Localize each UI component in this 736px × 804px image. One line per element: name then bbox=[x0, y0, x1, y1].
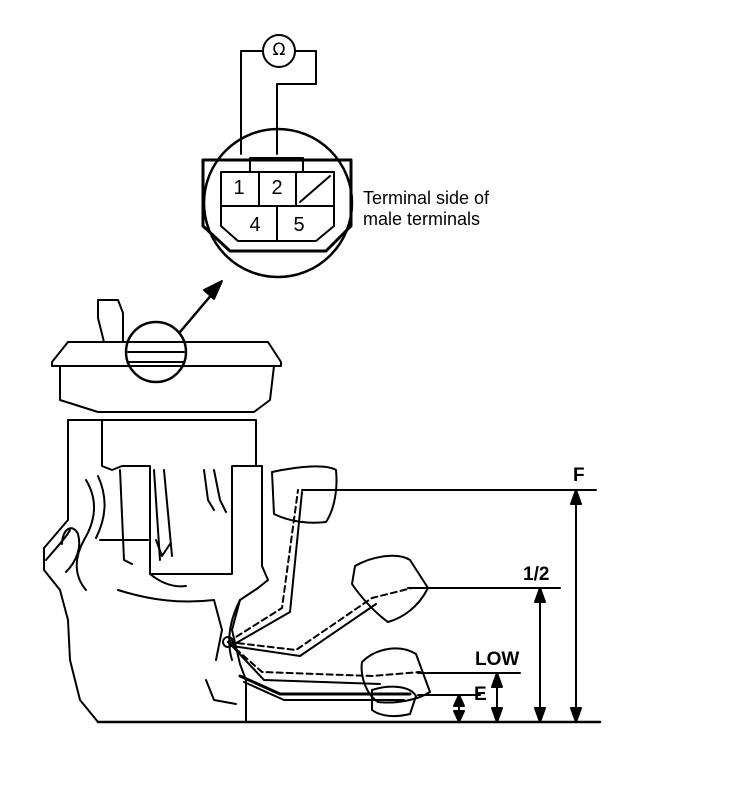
level-label-half: 1/2 bbox=[523, 564, 550, 585]
unit-flange bbox=[51, 299, 282, 413]
float-half bbox=[351, 554, 429, 623]
level-label-full: F bbox=[573, 465, 585, 486]
connector-detail bbox=[201, 127, 354, 279]
ohmmeter-leads bbox=[240, 34, 317, 155]
float-arms bbox=[222, 465, 431, 718]
level-label-empty: E bbox=[474, 684, 487, 705]
float-full bbox=[271, 465, 338, 524]
pin-4-label: 4 bbox=[249, 214, 261, 236]
pin-2-label: 2 bbox=[271, 177, 283, 199]
connector-caption-line-2: male terminals bbox=[363, 209, 481, 229]
pin-5-label: 5 bbox=[293, 214, 305, 236]
ohm-symbol: Ω bbox=[272, 40, 286, 60]
float-empty bbox=[371, 685, 417, 718]
level-dimensions bbox=[96, 489, 602, 724]
unit-body bbox=[43, 419, 269, 723]
level-label-low: LOW bbox=[475, 649, 520, 670]
pin-1-label: 1 bbox=[233, 177, 245, 199]
connector-caption-line-1: Terminal side of bbox=[363, 188, 490, 208]
float-low bbox=[360, 647, 431, 704]
detail-arrow bbox=[178, 280, 223, 334]
